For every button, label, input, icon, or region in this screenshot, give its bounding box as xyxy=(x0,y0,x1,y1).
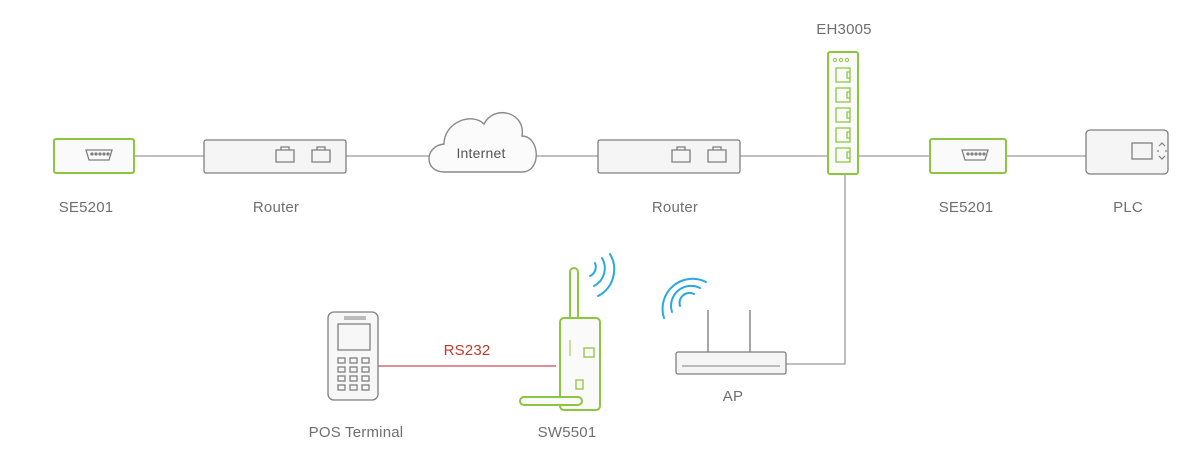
ethernet-port-icon xyxy=(707,146,727,163)
ethernet-port-icon xyxy=(835,107,851,123)
ethernet-port-icon xyxy=(835,127,851,143)
label-eh3005: EH3005 xyxy=(816,21,872,38)
ethernet-port-icon xyxy=(671,146,691,163)
label-rs232: RS232 xyxy=(443,342,491,359)
links xyxy=(134,155,1086,365)
ethernet-port-icon xyxy=(835,87,851,103)
keypad xyxy=(337,357,370,391)
ethernet-port-icon xyxy=(311,146,331,163)
eh3005-switch-device xyxy=(827,51,859,175)
se5201-left-device xyxy=(53,138,135,174)
ap-device xyxy=(661,277,787,375)
ethernet-port-icon xyxy=(835,147,851,163)
label-router-left: Router xyxy=(252,199,300,216)
pos-terminal-device xyxy=(327,311,379,401)
label-pos-terminal: POS Terminal xyxy=(308,424,404,441)
ethernet-port-icon xyxy=(275,146,295,163)
label-se5201-left: SE5201 xyxy=(58,199,114,216)
router-right-device xyxy=(597,139,741,174)
router-left-device xyxy=(203,139,347,174)
se5201-right-device xyxy=(929,138,1007,174)
serial-port-icon xyxy=(961,149,989,161)
sw5501-device xyxy=(519,253,616,411)
antenna-icon xyxy=(519,396,583,406)
label-se5201-right: SE5201 xyxy=(938,199,994,216)
wifi-signal-icon xyxy=(661,277,707,319)
link-eh3005-ap xyxy=(786,174,846,365)
cloud-icon xyxy=(428,112,537,173)
label-ap: AP xyxy=(722,388,744,405)
wifi-signal-icon xyxy=(589,253,616,297)
label-internet: Internet xyxy=(456,145,506,161)
ethernet-port-icon xyxy=(835,67,851,83)
label-sw5501: SW5501 xyxy=(537,424,597,441)
label-router-right: Router xyxy=(651,199,699,216)
serial-port-icon xyxy=(85,149,113,161)
plc-device xyxy=(1085,129,1169,175)
label-plc: PLC xyxy=(1113,199,1143,216)
